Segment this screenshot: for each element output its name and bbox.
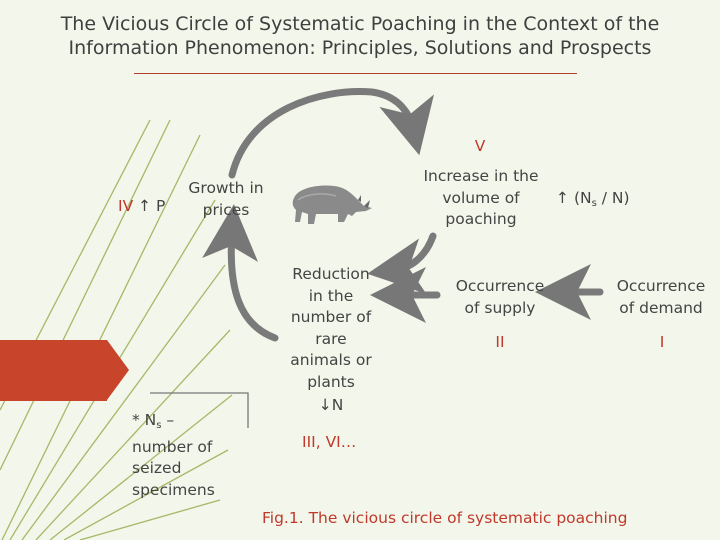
node-supply-line: of supply [464,298,536,317]
node-demand: Occurrence of demand [602,276,720,319]
ratio-close: / N) [596,189,630,207]
arrow-increase-to-reduction [367,232,437,295]
footnote-dash: – [161,411,175,429]
node-supply: Occurrence of supply [440,276,560,319]
title-underline [134,73,577,74]
arrow-growth-to-increase [228,88,434,179]
node-growth-line: prices [202,200,250,219]
node-reduction: Reduction in the number of rare animals … [276,264,386,417]
rhino-icon [292,185,372,224]
ratio-ns-n: ↑ (Ns / N) [556,188,666,215]
footnote-line: number of [132,437,213,456]
node-increase-line: Increase in the [423,167,539,185]
label-iv: IV [118,197,134,215]
corner-accent-block [0,340,107,401]
footnote-line: specimens [132,480,215,499]
corner-accent-tip [107,340,129,400]
label-i: I [659,333,665,351]
footnote-line: seized [132,459,182,477]
node-reduction-line: animals or [290,351,372,369]
ratio-sub: s [591,198,597,209]
label-p: ↑ P [138,197,166,215]
node-reduction-line: in the [308,286,354,305]
ratio-arrow: ↑ [556,189,569,207]
node-growth-line: Growth in [188,179,264,197]
title-line-1: The Vicious Circle of Systematic Poachin… [60,13,660,35]
node-increase-poaching: Increase in the volume of poaching [410,166,552,231]
node-reduction-line: Reduction [292,265,370,283]
footnote-sub: s [156,420,162,431]
footnote-line-1: * Ns – [132,410,242,437]
node-growth-prices: Growth in prices [176,178,276,221]
title-line-2: Information Phenomenon: Principles, Solu… [68,37,652,59]
node-increase-line: poaching [445,210,517,228]
label-ii: II [495,333,505,351]
slide-title: The Vicious Circle of Systematic Poachin… [0,12,720,60]
node-reduction-line: rare [315,329,347,348]
node-reduction-line: plants [307,372,355,391]
footnote-star: * N [132,411,157,429]
node-reduction-n: ↓N [318,396,344,414]
node-supply-line: Occurrence [455,277,545,295]
ratio-open: (N [573,189,592,207]
node-demand-line: Occurrence [616,277,706,295]
label-iv-p: IV ↑ P [118,196,188,218]
arrow-reduction-to-growth [202,204,279,342]
label-v: V [474,137,486,155]
label-iii-vi: III, VI… [302,433,357,451]
node-reduction-line: number of [290,308,372,326]
figure-caption: Fig.1. The vicious circle of systematic … [262,509,628,527]
node-increase-line: volume of [442,188,520,207]
node-demand-line: of demand [619,298,703,317]
footnote: * Ns – number of seized specimens [132,410,242,501]
footnote-bracket [150,392,249,428]
